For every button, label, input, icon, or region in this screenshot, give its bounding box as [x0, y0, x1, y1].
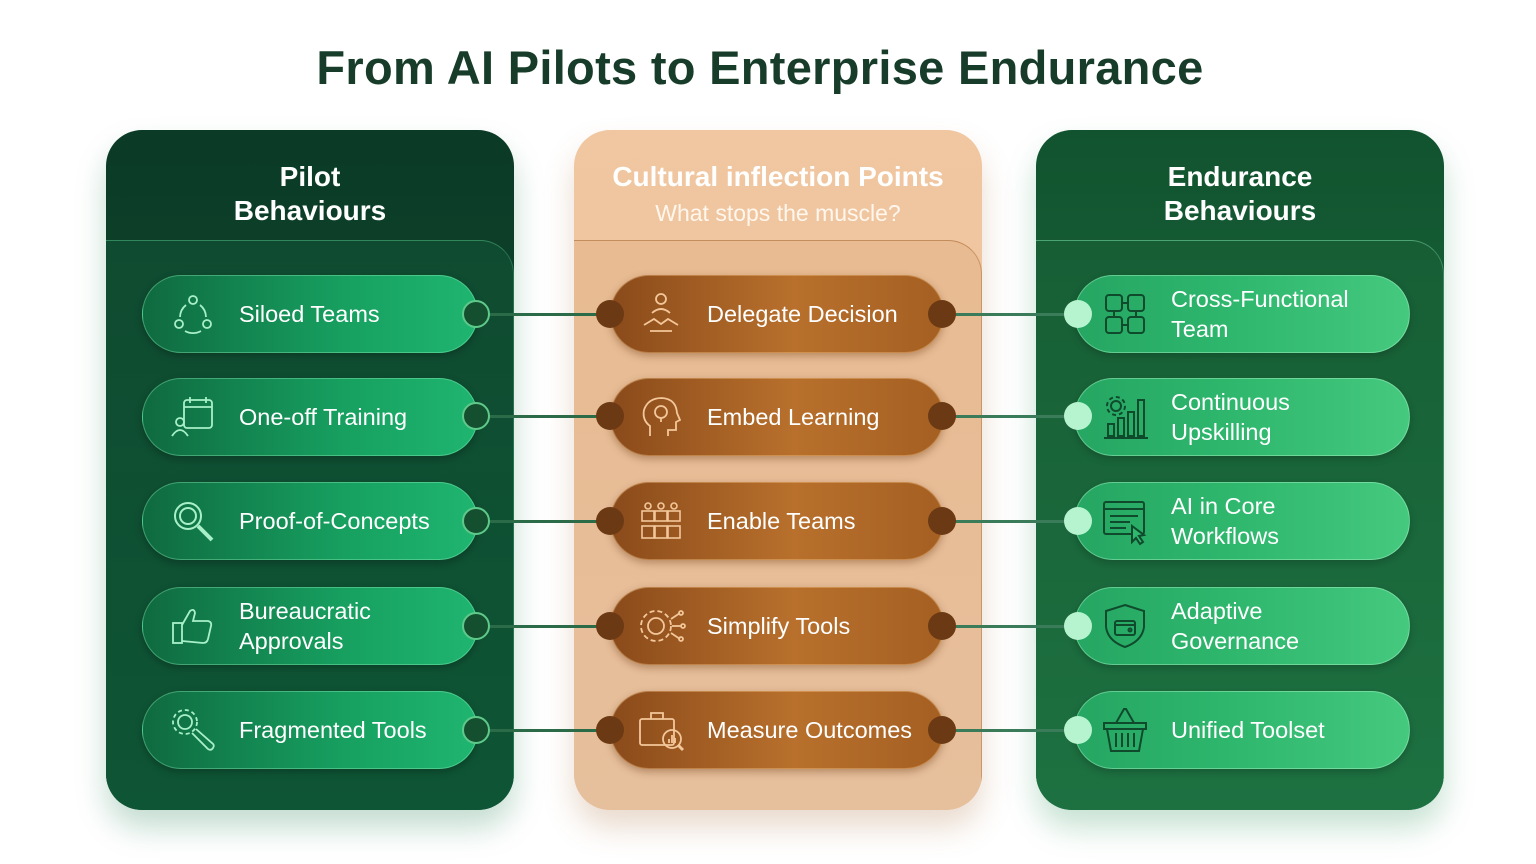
pilot-item-label: Fragmented Tools — [239, 717, 427, 743]
connector-dot — [928, 507, 956, 535]
endurance-item-label: Cross-Functional Team — [1171, 286, 1349, 342]
connector-line — [476, 728, 610, 732]
inflection-item-label: Measure Outcomes — [707, 717, 913, 743]
joined-hands-icon — [1097, 286, 1153, 342]
connector-dot — [1064, 716, 1092, 744]
connector-line — [942, 414, 1078, 418]
cultural-inflection-subtitle: What stops the muscle? — [655, 200, 901, 226]
connector-line — [476, 519, 610, 523]
pilot-item-bureaucratic-approvals: Bureaucratic Approvals — [142, 587, 478, 665]
connector-dot — [596, 716, 624, 744]
connector-dot — [462, 716, 490, 744]
endurance-item-ai-in-core-workflows: AI in Core Workflows — [1074, 482, 1410, 560]
endurance-item-cross-functional-team: Cross-Functional Team — [1074, 275, 1410, 353]
connector-dot — [928, 402, 956, 430]
handshake-leader-icon — [633, 286, 689, 342]
circular-arrows-people-icon — [165, 286, 221, 342]
connector-dot — [928, 716, 956, 744]
pilot-item-one-off-training: One-off Training — [142, 378, 478, 456]
team-grid-icon — [633, 493, 689, 549]
pilot-item-proof-of-concepts: Proof-of-Concepts — [142, 482, 478, 560]
shield-wallet-icon — [1097, 598, 1153, 654]
connector-dot — [596, 402, 624, 430]
calendar-person-icon — [165, 389, 221, 445]
head-lightbulb-icon — [633, 389, 689, 445]
cultural-inflection-heading: Cultural inflection Points What stops th… — [574, 160, 982, 232]
briefcase-analytics-icon — [633, 702, 689, 758]
pilot-item-fragmented-tools: Fragmented Tools — [142, 691, 478, 769]
browser-cursor-icon — [1097, 493, 1153, 549]
endurance-behaviours-heading: Endurance Behaviours — [1163, 161, 1317, 226]
gear-bar-chart-icon — [1097, 389, 1153, 445]
inflection-item-simplify-tools: Simplify Tools — [610, 587, 944, 665]
connector-dot — [462, 612, 490, 640]
inflection-item-embed-learning: Embed Learning — [610, 378, 944, 456]
connector-line — [942, 624, 1078, 628]
connector-dot — [462, 402, 490, 430]
connector-dot — [462, 507, 490, 535]
pilot-item-siloed-teams: Siloed Teams — [142, 275, 478, 353]
endurance-item-label: Adaptive Governance — [1171, 598, 1300, 654]
connector-dot — [1064, 612, 1092, 640]
inflection-item-enable-teams: Enable Teams — [610, 482, 944, 560]
pilot-item-label: Siloed Teams — [239, 301, 380, 327]
inflection-item-label: Enable Teams — [707, 508, 856, 534]
inflection-item-measure-outcomes: Measure Outcomes — [610, 691, 944, 769]
connector-dot — [596, 507, 624, 535]
connector-line — [476, 312, 610, 316]
wrench-gear-icon — [165, 702, 221, 758]
magnifier-icon — [165, 493, 221, 549]
connector-line — [476, 414, 610, 418]
endurance-item-label: AI in Core Workflows — [1171, 493, 1279, 549]
connector-line — [476, 624, 610, 628]
diagram-title: From AI Pilots to Enterprise Endurance — [316, 41, 1204, 94]
connector-dot — [596, 612, 624, 640]
connector-line — [942, 728, 1078, 732]
endurance-item-label: Continuous Upskilling — [1171, 389, 1290, 445]
pilot-item-label: Bureaucratic Approvals — [239, 598, 371, 654]
inflection-item-label: Delegate Decision — [707, 301, 898, 327]
connector-dot — [596, 300, 624, 328]
pilot-item-label: One-off Training — [239, 404, 408, 430]
inflection-item-label: Embed Learning — [707, 404, 880, 430]
connector-dot — [1064, 300, 1092, 328]
connector-dot — [1064, 507, 1092, 535]
inflection-item-label: Simplify Tools — [707, 613, 851, 639]
connector-dot — [462, 300, 490, 328]
connector-dot — [928, 300, 956, 328]
endurance-item-unified-toolset: Unified Toolset — [1074, 691, 1410, 769]
thumbs-up-icon — [165, 598, 221, 654]
connector-dot — [928, 612, 956, 640]
pilot-behaviours-heading: Pilot Behaviours — [233, 161, 387, 226]
pilot-item-label: Proof-of-Concepts — [239, 508, 430, 534]
connector-line — [942, 312, 1078, 316]
inflection-item-delegate-decision: Delegate Decision — [610, 275, 944, 353]
connector-dot — [1064, 402, 1092, 430]
endurance-item-adaptive-governance: Adaptive Governance — [1074, 587, 1410, 665]
endurance-item-continuous-upskilling: Continuous Upskilling — [1074, 378, 1410, 456]
connector-line — [942, 519, 1078, 523]
endurance-item-label: Unified Toolset — [1171, 717, 1325, 743]
gear-circuit-icon — [633, 598, 689, 654]
basket-icon — [1097, 702, 1153, 758]
